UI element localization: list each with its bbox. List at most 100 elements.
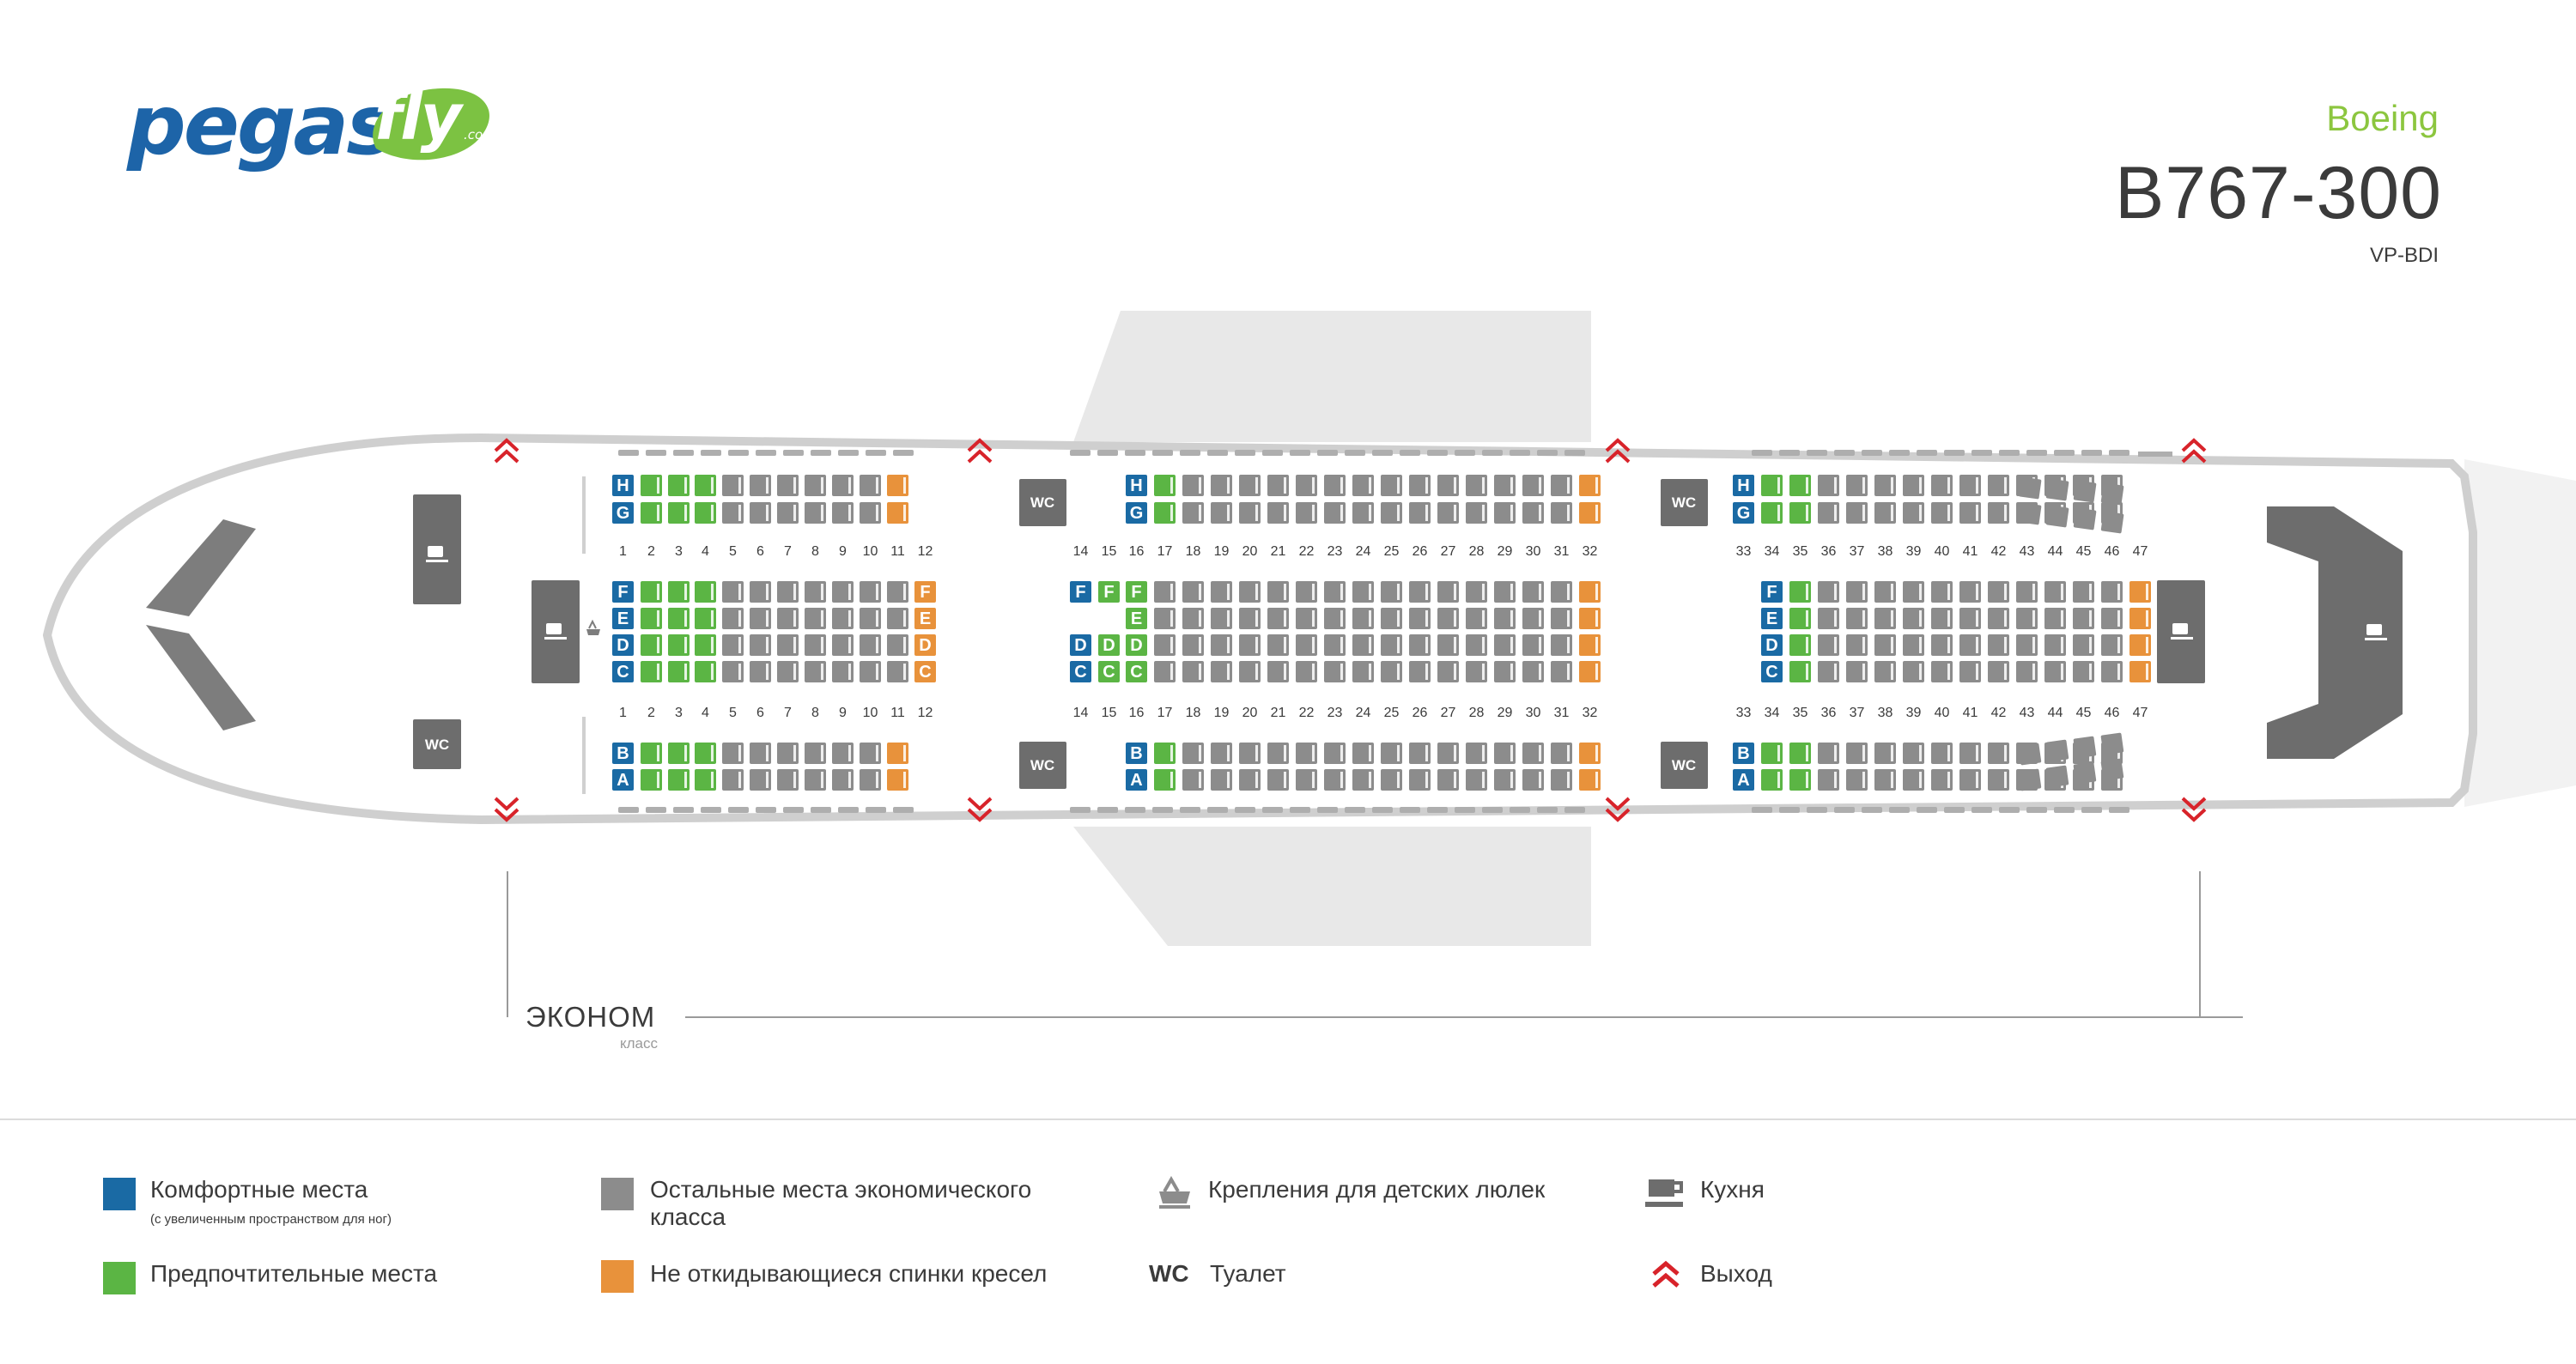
seat-35E[interactable] bbox=[1789, 608, 1811, 629]
seat-40A[interactable] bbox=[1931, 769, 1953, 791]
seat-37F[interactable] bbox=[1846, 581, 1868, 603]
seat-25E[interactable] bbox=[1381, 608, 1402, 629]
seat-38G[interactable] bbox=[1874, 502, 1896, 524]
seat-40C[interactable] bbox=[1931, 661, 1953, 682]
seat-14C[interactable]: C bbox=[1070, 661, 1091, 682]
seat-7D[interactable] bbox=[777, 634, 799, 656]
seat-19A[interactable] bbox=[1211, 769, 1232, 791]
seat-33H[interactable]: H bbox=[1733, 475, 1754, 496]
seat-27F[interactable] bbox=[1437, 581, 1459, 603]
seat-35G[interactable] bbox=[1789, 502, 1811, 524]
seat-21B[interactable] bbox=[1267, 743, 1289, 764]
seat-4E[interactable] bbox=[695, 608, 716, 629]
seat-27C[interactable] bbox=[1437, 661, 1459, 682]
seat-6G[interactable] bbox=[750, 502, 771, 524]
seat-39G[interactable] bbox=[1903, 502, 1924, 524]
seat-28H[interactable] bbox=[1466, 475, 1487, 496]
seat-35H[interactable] bbox=[1789, 475, 1811, 496]
seat-28A[interactable] bbox=[1466, 769, 1487, 791]
tail-seat[interactable] bbox=[2073, 761, 2097, 785]
seat-17D[interactable] bbox=[1154, 634, 1176, 656]
seat-21D[interactable] bbox=[1267, 634, 1289, 656]
seat-38A[interactable] bbox=[1874, 769, 1896, 791]
seat-39B[interactable] bbox=[1903, 743, 1924, 764]
seat-4D[interactable] bbox=[695, 634, 716, 656]
seat-6H[interactable] bbox=[750, 475, 771, 496]
exit-up-marker[interactable] bbox=[1605, 438, 1631, 464]
seat-40G[interactable] bbox=[1931, 502, 1953, 524]
seat-32D[interactable] bbox=[1579, 634, 1601, 656]
seat-21A[interactable] bbox=[1267, 769, 1289, 791]
seat-16H[interactable]: H bbox=[1126, 475, 1147, 496]
seat-39C[interactable] bbox=[1903, 661, 1924, 682]
seat-20A[interactable] bbox=[1239, 769, 1261, 791]
seat-2G[interactable] bbox=[641, 502, 662, 524]
seat-29D[interactable] bbox=[1494, 634, 1516, 656]
tail-seat[interactable] bbox=[2073, 480, 2097, 503]
seat-34C[interactable]: C bbox=[1761, 661, 1783, 682]
seat-15D[interactable]: D bbox=[1098, 634, 1120, 656]
seat-26E[interactable] bbox=[1409, 608, 1431, 629]
tail-seat[interactable] bbox=[2018, 502, 2042, 525]
seat-5B[interactable] bbox=[722, 743, 744, 764]
seat-5E[interactable] bbox=[722, 608, 744, 629]
seat-22C[interactable] bbox=[1296, 661, 1317, 682]
seat-43E[interactable] bbox=[2016, 608, 2038, 629]
seat-16C[interactable]: C bbox=[1126, 661, 1147, 682]
seat-4B[interactable] bbox=[695, 743, 716, 764]
seat-27E[interactable] bbox=[1437, 608, 1459, 629]
seat-39E[interactable] bbox=[1903, 608, 1924, 629]
seat-11H[interactable] bbox=[887, 475, 908, 496]
seat-4F[interactable] bbox=[695, 581, 716, 603]
seat-5G[interactable] bbox=[722, 502, 744, 524]
seat-45F[interactable] bbox=[2073, 581, 2094, 603]
seat-19B[interactable] bbox=[1211, 743, 1232, 764]
seat-11G[interactable] bbox=[887, 502, 908, 524]
seat-12F[interactable]: F bbox=[914, 581, 936, 603]
seat-22A[interactable] bbox=[1296, 769, 1317, 791]
seat-19E[interactable] bbox=[1211, 608, 1232, 629]
seat-3E[interactable] bbox=[668, 608, 690, 629]
seat-8C[interactable] bbox=[805, 661, 826, 682]
seat-16F[interactable]: F bbox=[1126, 581, 1147, 603]
seat-37H[interactable] bbox=[1846, 475, 1868, 496]
seat-42C[interactable] bbox=[1988, 661, 2009, 682]
seat-29G[interactable] bbox=[1494, 502, 1516, 524]
seat-31H[interactable] bbox=[1551, 475, 1572, 496]
seat-42G[interactable] bbox=[1988, 502, 2009, 524]
tail-seat[interactable] bbox=[2045, 765, 2069, 788]
exit-down-marker[interactable] bbox=[1605, 797, 1631, 822]
seat-20B[interactable] bbox=[1239, 743, 1261, 764]
seat-11F[interactable] bbox=[887, 581, 908, 603]
seat-40E[interactable] bbox=[1931, 608, 1953, 629]
seat-8F[interactable] bbox=[805, 581, 826, 603]
seat-47F[interactable] bbox=[2129, 581, 2151, 603]
seat-29H[interactable] bbox=[1494, 475, 1516, 496]
seat-24G[interactable] bbox=[1352, 502, 1374, 524]
seat-34A[interactable] bbox=[1761, 769, 1783, 791]
seat-11E[interactable] bbox=[887, 608, 908, 629]
seat-21H[interactable] bbox=[1267, 475, 1289, 496]
seat-31E[interactable] bbox=[1551, 608, 1572, 629]
seat-20F[interactable] bbox=[1239, 581, 1261, 603]
seat-14F[interactable]: F bbox=[1070, 581, 1091, 603]
seat-33B[interactable]: B bbox=[1733, 743, 1754, 764]
seat-44F[interactable] bbox=[2044, 581, 2066, 603]
seat-17G[interactable] bbox=[1154, 502, 1176, 524]
seat-38F[interactable] bbox=[1874, 581, 1896, 603]
seat-43F[interactable] bbox=[2016, 581, 2038, 603]
seat-22F[interactable] bbox=[1296, 581, 1317, 603]
seat-38D[interactable] bbox=[1874, 634, 1896, 656]
seat-18D[interactable] bbox=[1182, 634, 1204, 656]
seat-4H[interactable] bbox=[695, 475, 716, 496]
seat-45D[interactable] bbox=[2073, 634, 2094, 656]
tail-seat[interactable] bbox=[2100, 732, 2124, 755]
seat-17F[interactable] bbox=[1154, 581, 1176, 603]
seat-28E[interactable] bbox=[1466, 608, 1487, 629]
seat-28F[interactable] bbox=[1466, 581, 1487, 603]
seat-1D[interactable]: D bbox=[612, 634, 634, 656]
seat-27A[interactable] bbox=[1437, 769, 1459, 791]
seat-36G[interactable] bbox=[1818, 502, 1839, 524]
seat-11C[interactable] bbox=[887, 661, 908, 682]
seat-15F[interactable]: F bbox=[1098, 581, 1120, 603]
